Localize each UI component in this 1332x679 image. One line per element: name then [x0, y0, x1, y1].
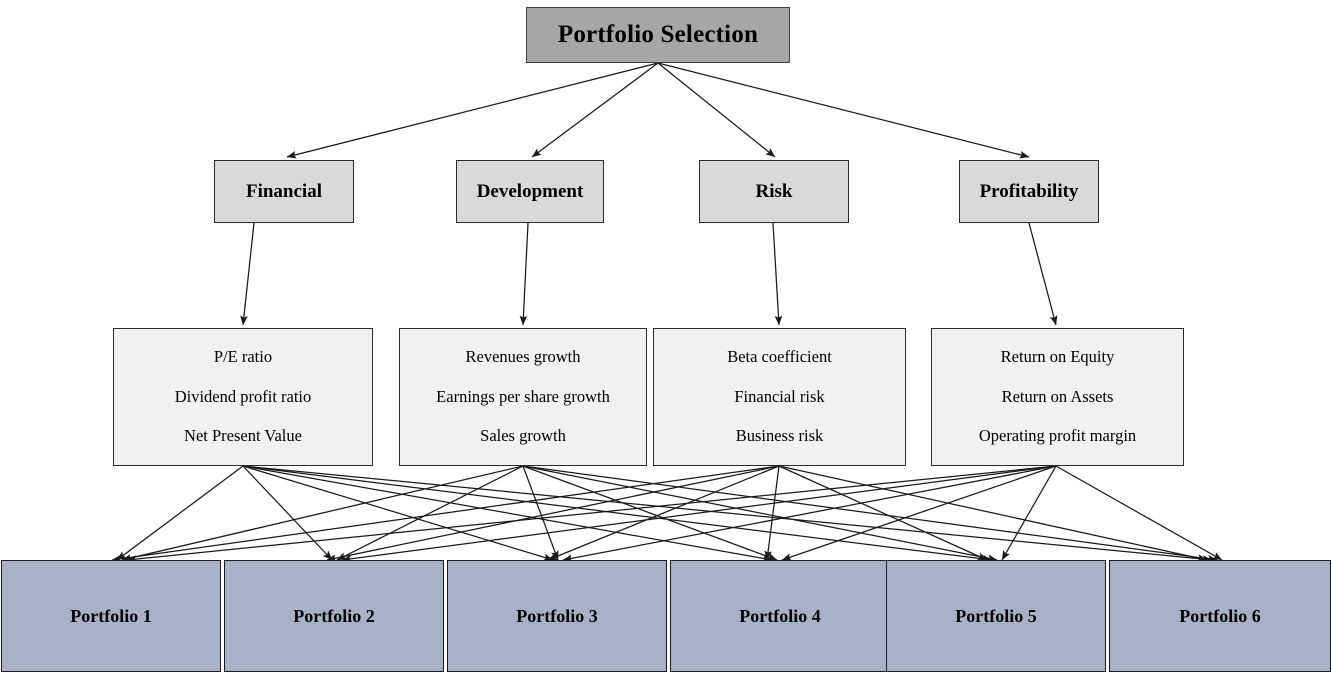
- criterion-node-development[interactable]: Development: [456, 160, 604, 223]
- alternative-label: Portfolio 5: [955, 605, 1037, 626]
- edge-sub4-to-p1: [126, 465, 1057, 563]
- subcriteria-group-development[interactable]: Revenues growth Earnings per share growt…: [399, 328, 647, 466]
- edge-sub1-to-p6: [242, 465, 1213, 563]
- edge-sub1-to-p1: [116, 465, 244, 561]
- subcriterion-item: Dividend profit ratio: [174, 386, 312, 406]
- subcriterion-item: Net Present Value: [184, 425, 302, 445]
- subcriterion-item: Sales growth: [480, 425, 566, 445]
- edge-risk-to-sub: [772, 222, 783, 326]
- criterion-node-profitability[interactable]: Profitability: [959, 160, 1099, 223]
- subcriterion-item: Revenues growth: [465, 347, 581, 367]
- alternative-label: Portfolio 3: [516, 605, 598, 626]
- edge-sub3-to-p6: [778, 465, 1208, 562]
- subcriterion-item: P/E ratio: [213, 347, 273, 367]
- subcriterion-item: Return on Assets: [1001, 386, 1114, 406]
- criterion-label: Profitability: [979, 180, 1079, 202]
- edge-sub1-to-p4: [242, 465, 773, 563]
- edge-sub4-to-p4: [781, 465, 1057, 561]
- edge-goal-to-development: [531, 62, 659, 158]
- criterion-label: Development: [476, 180, 584, 202]
- criterion-node-financial[interactable]: Financial: [214, 160, 354, 223]
- edge-sub1-to-p5: [242, 465, 993, 563]
- subcriterion-item: Return on Equity: [1000, 347, 1115, 367]
- criterion-node-risk[interactable]: Risk: [699, 160, 849, 223]
- edge-sub1-to-p3: [242, 465, 554, 562]
- alternative-node-portfolio-5[interactable]: Portfolio 5: [886, 560, 1106, 672]
- edge-sub4-to-p6: [1055, 465, 1223, 561]
- alternative-node-portfolio-4[interactable]: Portfolio 4: [670, 560, 890, 672]
- edge-sub2-to-p4: [522, 465, 778, 561]
- edge-financial-to-sub: [240, 222, 255, 326]
- alternative-label: Portfolio 1: [70, 605, 152, 626]
- edge-sub4-to-p2: [341, 465, 1057, 563]
- alternative-node-portfolio-2[interactable]: Portfolio 2: [224, 560, 444, 672]
- criterion-label: Risk: [755, 180, 793, 202]
- subcriteria-group-profitability[interactable]: Return on Equity Return on Assets Operat…: [931, 328, 1184, 466]
- edge-sub2-to-p2: [336, 465, 524, 561]
- edge-sub3-to-p1: [111, 465, 780, 563]
- subcriterion-item: Financial risk: [734, 386, 825, 406]
- alternative-label: Portfolio 2: [293, 605, 375, 626]
- alternative-node-portfolio-6[interactable]: Portfolio 6: [1109, 560, 1331, 672]
- edge-sub3-to-p2: [326, 465, 780, 562]
- subcriterion-item: Beta coefficient: [727, 347, 832, 367]
- edge-sub2-to-p3: [522, 465, 559, 561]
- subcriteria-group-financial[interactable]: P/E ratio Dividend profit ratio Net Pres…: [113, 328, 373, 466]
- edge-sub4-to-p3: [562, 465, 1057, 563]
- edge-profitability-to-sub: [1028, 222, 1058, 326]
- edge-sub4-to-p5: [1001, 465, 1057, 561]
- alternative-node-portfolio-1[interactable]: Portfolio 1: [1, 560, 221, 672]
- edge-sub1-to-p2: [242, 465, 333, 561]
- edge-sub3-to-p3: [547, 465, 780, 561]
- subcriterion-item: Earnings per share growth: [436, 386, 610, 406]
- subcriterion-item: Business risk: [735, 425, 824, 445]
- edge-goal-to-profitability: [657, 62, 1030, 159]
- goal-node-portfolio-selection[interactable]: Portfolio Selection: [526, 7, 790, 63]
- edge-development-to-sub: [519, 222, 529, 326]
- edge-sub2-to-p6: [522, 465, 1218, 563]
- alternative-label: Portfolio 4: [739, 605, 821, 626]
- alternative-node-portfolio-3[interactable]: Portfolio 3: [447, 560, 667, 672]
- subcriterion-item: Operating profit margin: [978, 425, 1137, 445]
- criterion-label: Financial: [245, 180, 322, 202]
- edge-sub3-to-p4: [764, 465, 780, 561]
- edge-sub2-to-p5: [522, 465, 998, 563]
- edge-sub2-to-p1: [121, 465, 524, 562]
- edge-goal-to-financial: [286, 62, 659, 159]
- edge-goal-to-risk: [657, 62, 776, 158]
- subcriteria-group-risk[interactable]: Beta coefficient Financial risk Business…: [653, 328, 906, 466]
- alternative-label: Portfolio 6: [1179, 605, 1261, 626]
- edge-sub3-to-p5: [778, 465, 988, 561]
- goal-label: Portfolio Selection: [557, 21, 759, 48]
